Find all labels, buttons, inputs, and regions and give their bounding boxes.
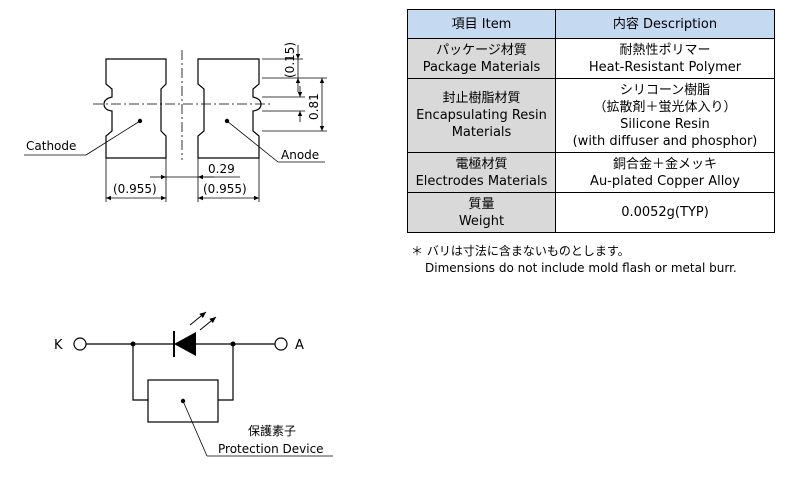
dim-right-pad-label: (0.955)	[203, 182, 247, 196]
row-description: 耐熱性ポリマー Heat-Resistant Polymer	[555, 38, 775, 79]
anode-leader	[226, 120, 279, 163]
row-item: 封止樹脂材質 Encapsulating Resin Materials	[407, 78, 556, 153]
table-row: パッケージ材質 Package Materials 耐熱性ポリマー Heat-R…	[407, 38, 775, 79]
dimension-note: ＊ バリは寸法に含まないものとします。 Dimensions do not in…	[411, 243, 737, 277]
row-item: パッケージ材質 Package Materials	[407, 38, 556, 79]
table-row: 電極材質 Electrodes Materials 銅合金＋金メッキ Au-pl…	[407, 152, 775, 193]
a-terminal	[274, 337, 288, 351]
note-line-en: Dimensions do not include mold flash or …	[425, 261, 737, 275]
row-description: 銅合金＋金メッキ Au-plated Copper Alloy	[555, 152, 775, 193]
header-description: 内容 Description	[555, 9, 775, 39]
dim-right-label: 0.81	[307, 93, 321, 120]
row-description: シリコーン樹脂 （拡散剤＋蛍光体入り） Silicone Resin (with…	[555, 78, 775, 153]
k-terminal	[73, 337, 87, 351]
row-item: 質量 Weight	[407, 192, 556, 233]
row-description: 0.0052g(TYP)	[555, 192, 775, 233]
cathode-pad	[103, 58, 167, 159]
anode-label: Anode	[281, 148, 319, 162]
table-header-row: 項目 Item 内容 Description	[407, 9, 775, 39]
note-line-jp: ＊ バリは寸法に含まないものとします。	[411, 244, 630, 258]
cathode-label: Cathode	[26, 139, 76, 153]
led-triangle	[174, 332, 196, 356]
table-row: 質量 Weight 0.0052g(TYP)	[407, 192, 775, 233]
anode-pad	[197, 58, 262, 159]
cathode-leader	[85, 120, 141, 156]
protection-label-en: Protection Device	[218, 442, 324, 456]
light-arrow-1	[189, 311, 207, 326]
header-item: 項目 Item	[407, 9, 556, 39]
dim-left-label: (0.955)	[113, 182, 157, 196]
row-item: 電極材質 Electrodes Materials	[407, 152, 556, 193]
dim-top-label: (0.15)	[283, 42, 297, 78]
protection-label-jp: 保護素子	[248, 423, 296, 438]
dim-gap-label: 0.29	[208, 162, 235, 176]
table-row: 封止樹脂材質 Encapsulating Resin Materials シリコ…	[407, 78, 775, 153]
spec-table: 項目 Item 内容 Description パッケージ材質 Package M…	[407, 9, 775, 233]
a-label: A	[295, 338, 304, 353]
light-arrow-2	[199, 316, 217, 331]
k-label: K	[54, 338, 63, 353]
protection-leader	[182, 400, 208, 457]
